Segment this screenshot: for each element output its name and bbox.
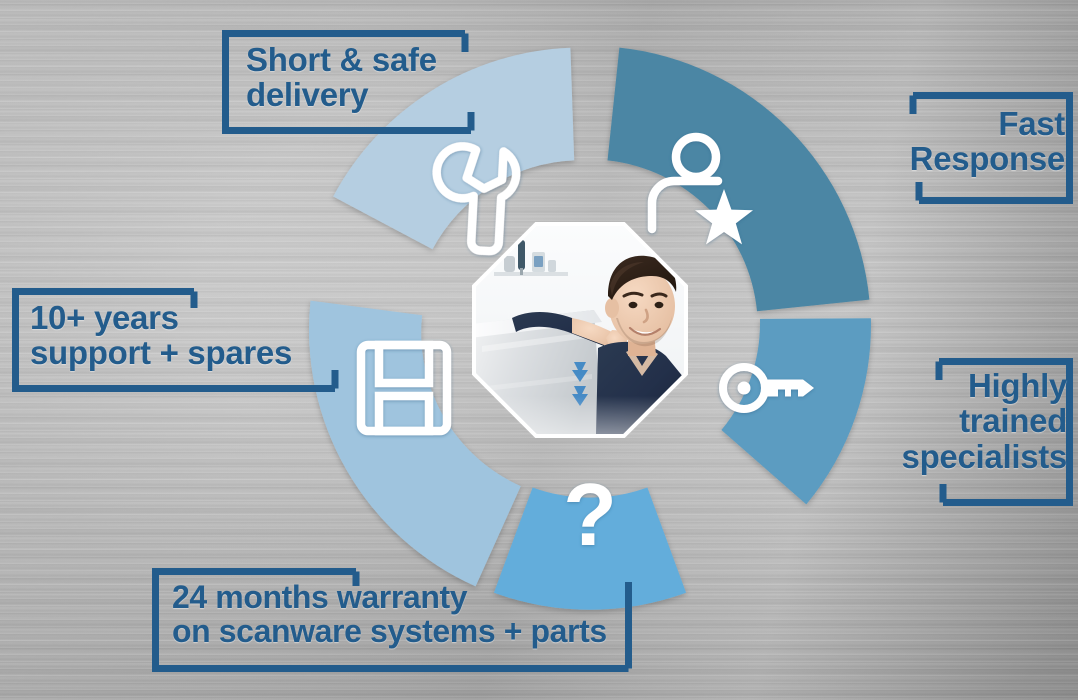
floppy-disk-icon xyxy=(356,340,452,436)
callout-fast-response[interactable]: Fast Response xyxy=(905,92,1073,204)
segment-shape-specialists xyxy=(721,318,871,505)
segment-shape-fast-response xyxy=(607,47,870,312)
wheel-segment-specialists[interactable] xyxy=(719,318,871,505)
center-photo-octagon xyxy=(472,222,688,438)
wheel-segment-support-spares[interactable] xyxy=(308,300,521,587)
callout-frame-support-spares xyxy=(12,288,339,392)
callout-label-support-spares: 10+ years support + spares xyxy=(30,299,293,372)
wrench-icon xyxy=(432,142,521,256)
callout-frame-specialists xyxy=(935,358,1073,506)
wheel-segment-fast-response[interactable] xyxy=(607,47,870,312)
callout-warranty[interactable]: 24 months warranty on scanware systems +… xyxy=(148,568,636,672)
callout-label-fast-response: Fast Response xyxy=(909,105,1066,178)
person-star-icon xyxy=(647,132,753,245)
callout-label-delivery: Short & safe delivery xyxy=(246,41,437,114)
star-glyph xyxy=(695,189,753,245)
callout-delivery[interactable]: Short & safe delivery xyxy=(218,30,484,134)
callout-label-warranty: 24 months warranty on scanware systems +… xyxy=(172,579,607,650)
center-photo-image xyxy=(476,226,684,434)
segment-shape-warranty xyxy=(493,487,687,610)
callout-specialists[interactable]: Highly trained specialists xyxy=(902,358,1073,506)
wheel-segment-warranty[interactable]: ? xyxy=(493,465,687,610)
question-mark-icon: ? xyxy=(563,465,617,564)
wheel-segment-delivery[interactable] xyxy=(333,47,575,260)
callout-frame-fast-response xyxy=(909,92,1073,204)
callout-frame-warranty xyxy=(152,568,632,672)
callout-label-specialists: Highly trained specialists xyxy=(901,367,1068,475)
callout-frame-delivery xyxy=(222,30,475,134)
callout-support-spares[interactable]: 10+ years support + spares xyxy=(8,288,350,392)
key-icon xyxy=(719,363,814,413)
